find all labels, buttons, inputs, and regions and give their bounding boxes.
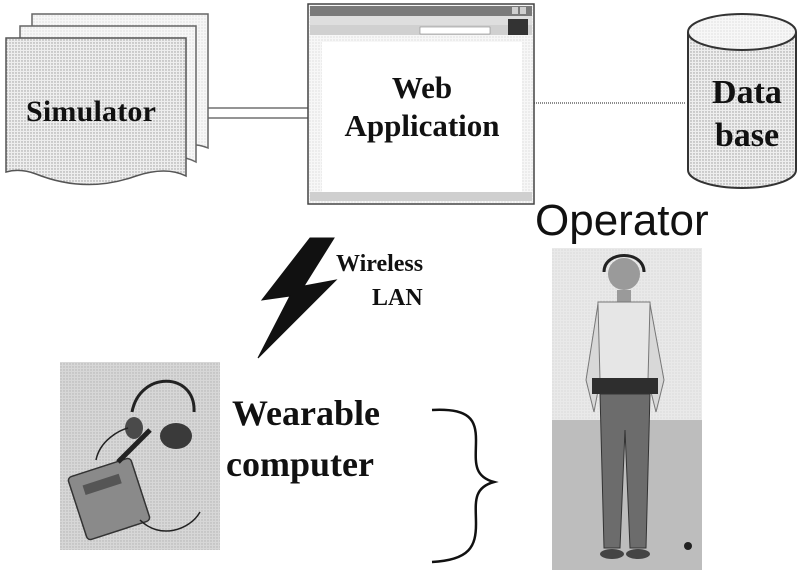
curly-brace-icon [431, 408, 499, 564]
wireless-label-line2: LAN [372, 285, 423, 311]
wireless-label-line1: Wireless [336, 251, 424, 277]
operator-label: Operator [535, 196, 709, 245]
simulator-label: Simulator [26, 95, 157, 128]
browser-window-icon [307, 3, 535, 205]
person-photo [552, 248, 702, 570]
database-cylinder-icon [687, 13, 797, 189]
web-app-label-line1: Web [391, 70, 453, 105]
stacked-documents-icon [5, 13, 209, 186]
wearable-label-line1: Wearable [232, 393, 380, 433]
lightning-bolt-icon [257, 237, 338, 359]
database-label-line1: Data [712, 74, 782, 111]
database-label-line2: base [714, 117, 780, 154]
web-app-label-line2: Application [344, 108, 500, 143]
device-photo [60, 362, 220, 550]
connector-simulator-web [205, 107, 315, 119]
wearable-label-line2: computer [226, 444, 374, 484]
